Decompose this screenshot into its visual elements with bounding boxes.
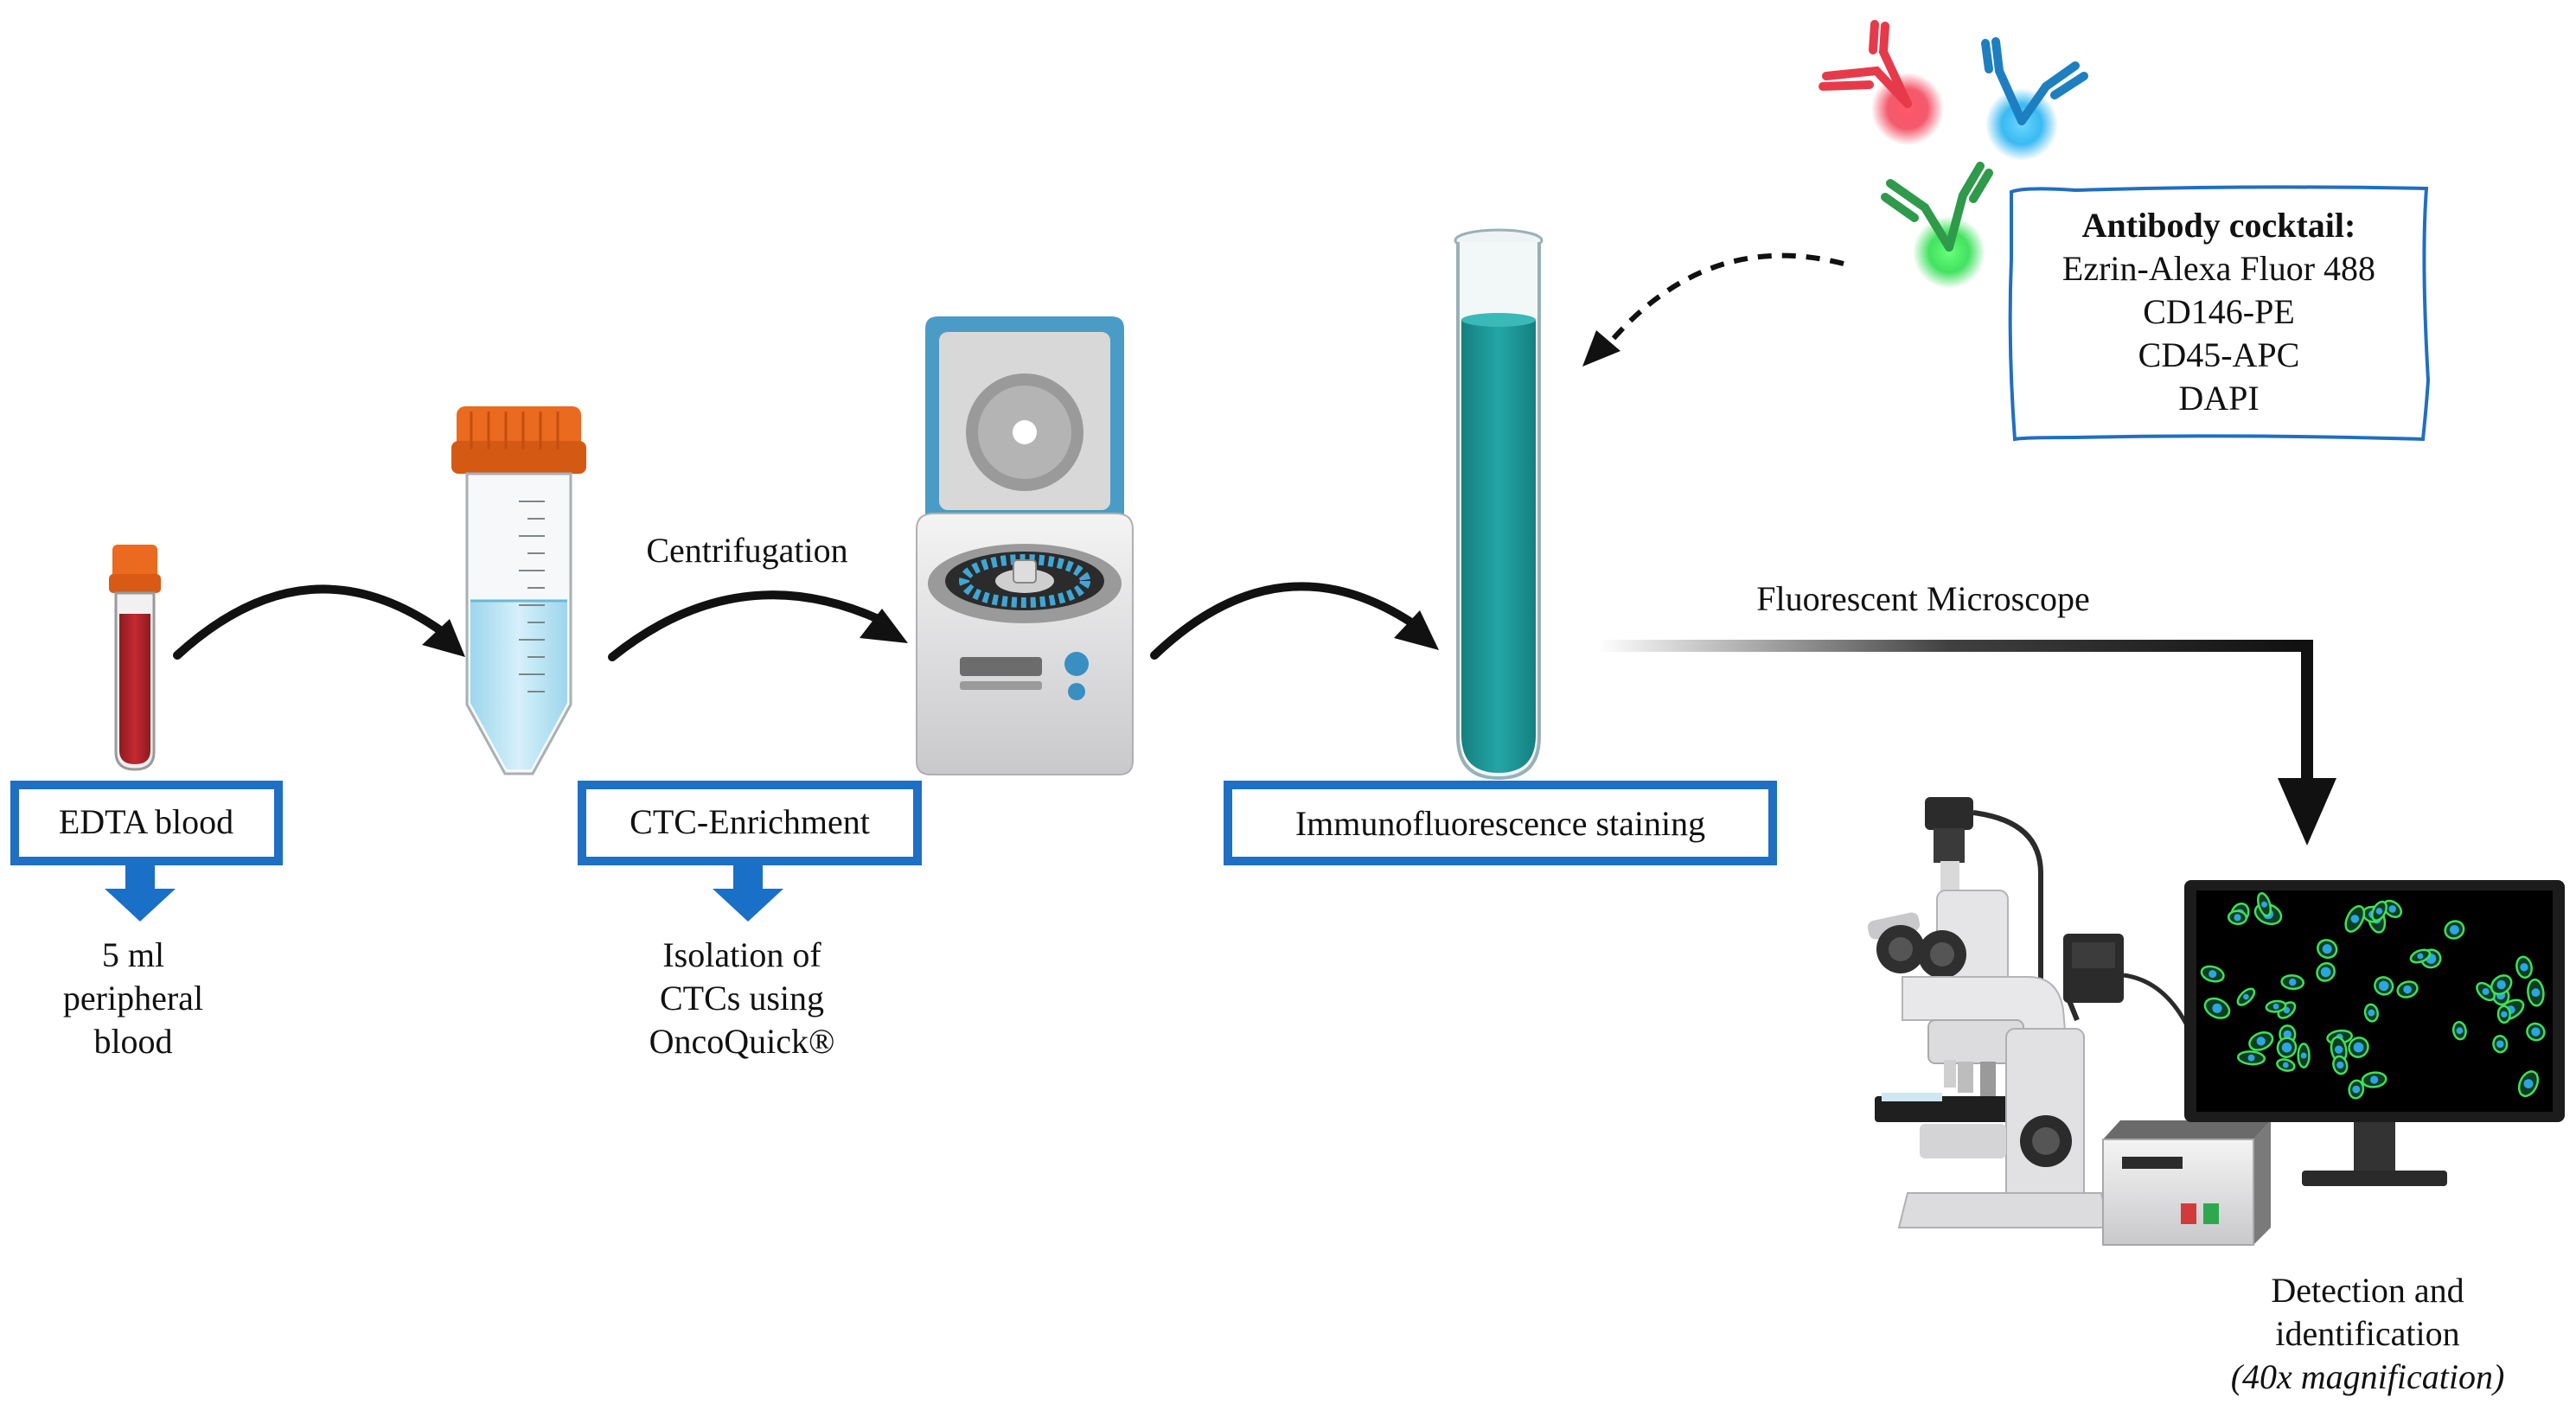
cell-nucleus (2417, 953, 2424, 960)
ctc-enrichment-label: CTC-Enrichment (630, 802, 870, 841)
blood-tube-icon (109, 545, 161, 771)
dotted-arrow (1582, 252, 1844, 367)
ctc-note-line: Isolation of (662, 935, 821, 974)
cell-nucleus (2482, 988, 2490, 995)
edta-note-line: 5 ml (102, 935, 164, 974)
cell-nucleus (2335, 1045, 2343, 1054)
cell-nucleus (2208, 970, 2217, 979)
cell-nucleus (2282, 1062, 2289, 1069)
antibody-icon (1881, 162, 1993, 289)
monitor-icon (2184, 880, 2565, 1186)
cell-nucleus (2450, 925, 2459, 935)
curve-arrow-2 (608, 590, 908, 661)
ctc-note-line: OncoQuick® (649, 1022, 835, 1061)
cell-nucleus (2350, 915, 2360, 923)
antibody-item: DAPI (2178, 379, 2259, 418)
curve-arrow-3 (1150, 582, 1439, 660)
immunofluorescence-box: Immunofluorescence staining (1224, 781, 1777, 865)
cell-nucleus (2281, 1042, 2292, 1053)
test-tube-icon (1454, 228, 1544, 781)
antibody-box-title: Antibody cocktail: (2082, 206, 2356, 245)
down-arrow (713, 865, 783, 922)
cell-nucleus (2272, 1003, 2279, 1010)
cell-nucleus (2300, 1052, 2307, 1059)
cell-nucleus (2496, 1040, 2504, 1048)
antibody-icon (1819, 20, 1944, 145)
cell-nucleus (2403, 985, 2412, 994)
cell-nucleus (2456, 1027, 2464, 1035)
cell-nucleus (2496, 979, 2506, 990)
cell-nucleus (2322, 944, 2332, 954)
cell-nucleus (2261, 901, 2267, 908)
cell-nucleus (2520, 963, 2528, 972)
edta-note-line: peripheral (63, 979, 203, 1018)
falcon-tube-icon (451, 406, 586, 775)
detection-line: identification (2275, 1314, 2459, 1353)
fluorescent-microscope-label: Fluorescent Microscope (1756, 579, 2089, 618)
detection-line: Detection and (2271, 1271, 2464, 1310)
cell-nucleus (2375, 908, 2383, 915)
ctc-enrichment-box: CTC-Enrichment (578, 781, 922, 865)
cell-nucleus (2289, 978, 2297, 986)
power-supply-icon (2102, 1120, 2271, 1246)
cell-nucleus (2256, 1037, 2266, 1046)
edta-note-line: blood (93, 1022, 172, 1061)
edta-blood-box: EDTA blood (10, 781, 283, 865)
magnification-label: (40x magnification) (2231, 1357, 2505, 1396)
cell-nucleus (2234, 914, 2241, 922)
microscope-icon (1867, 797, 2216, 1228)
cell-nucleus (2501, 1011, 2508, 1018)
antibody-item: CD146-PE (2143, 292, 2295, 331)
centrifugation-label: Centrifugation (646, 531, 847, 570)
cell-nucleus (2368, 1009, 2375, 1017)
cell-nucleus (2531, 988, 2541, 998)
cell-nucleus (2531, 1027, 2541, 1037)
cell-nucleus (2336, 1061, 2344, 1069)
cell-nucleus (2523, 1079, 2534, 1088)
microscope-arrow (1598, 640, 2336, 845)
cell-nucleus (2353, 1042, 2364, 1053)
cell-nucleus (2370, 1075, 2379, 1084)
antibody-icon (1981, 37, 2088, 161)
down-arrow (105, 865, 176, 922)
centrifuge-icon (916, 316, 1134, 775)
immunofluorescence-label: Immunofluorescence staining (1295, 804, 1705, 843)
cell-nucleus (2247, 1054, 2255, 1062)
ctc-note-line: CTCs using (660, 979, 824, 1018)
curve-arrow-1 (173, 584, 465, 660)
cell-nucleus (2352, 1085, 2361, 1094)
cell-nucleus (2243, 993, 2249, 1000)
cell-nucleus (2212, 1003, 2222, 1013)
fluorescent-cells (2200, 891, 2546, 1100)
antibody-item: Ezrin-Alexa Fluor 488 (2062, 249, 2375, 288)
antibody-cocktail-box: Antibody cocktail: Ezrin-Alexa Fluor 488… (2008, 185, 2431, 442)
cell-nucleus (2283, 1030, 2292, 1039)
edta-blood-label: EDTA blood (59, 802, 233, 841)
cell-nucleus (2320, 967, 2331, 978)
cell-nucleus (2388, 905, 2396, 913)
antibody-item: CD45-APC (2138, 335, 2300, 374)
cell-nucleus (2378, 980, 2389, 992)
